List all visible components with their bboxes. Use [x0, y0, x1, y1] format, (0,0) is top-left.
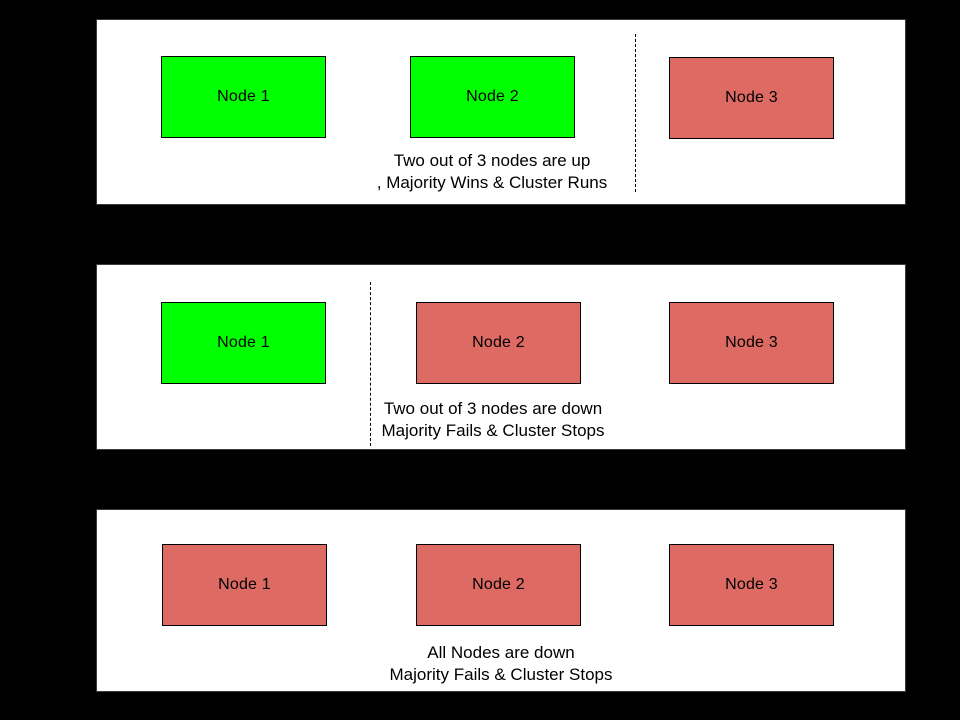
node-label: Node 1 — [218, 576, 271, 593]
node-box-2: Node 2 — [416, 302, 581, 384]
node-box-2: Node 2 — [416, 544, 581, 626]
node-box-2: Node 2 — [410, 56, 575, 138]
node-box-1: Node 1 — [162, 544, 327, 626]
node-label: Node 1 — [217, 334, 270, 351]
partition-dashed-line — [635, 34, 636, 192]
node-label: Node 3 — [725, 334, 778, 351]
node-label: Node 3 — [725, 576, 778, 593]
caption-line-2: Majority Fails & Cluster Stops — [381, 421, 605, 440]
node-label: Node 2 — [472, 576, 525, 593]
node-box-1: Node 1 — [161, 56, 326, 138]
scenario-caption: All Nodes are down Majority Fails & Clus… — [390, 642, 613, 686]
partition-dashed-line — [370, 282, 371, 446]
node-box-1: Node 1 — [161, 302, 326, 384]
node-label: Node 2 — [466, 88, 519, 105]
scenario-caption: Two out of 3 nodes are down Majority Fai… — [382, 398, 605, 442]
caption-line-2: , Majority Wins & Cluster Runs — [376, 173, 608, 192]
caption-line-1: All Nodes are down — [427, 643, 575, 662]
caption-line-1: Two out of 3 nodes are down — [383, 399, 603, 418]
scenario-panel-two-up: Node 1 Node 2 Node 3 Two out of 3 nodes … — [96, 19, 906, 205]
node-label: Node 1 — [217, 88, 270, 105]
caption-line-2: Majority Fails & Cluster Stops — [389, 665, 613, 684]
scenario-caption: Two out of 3 nodes are up , Majority Win… — [377, 150, 608, 194]
scenario-panel-all-down: Node 1 Node 2 Node 3 All Nodes are down … — [96, 509, 906, 692]
node-box-3: Node 3 — [669, 302, 834, 384]
scenario-panel-two-down: Node 1 Node 2 Node 3 Two out of 3 nodes … — [96, 264, 906, 450]
node-box-3: Node 3 — [669, 57, 834, 139]
node-box-3: Node 3 — [669, 544, 834, 626]
node-label: Node 2 — [472, 334, 525, 351]
node-label: Node 3 — [725, 89, 778, 106]
caption-line-1: Two out of 3 nodes are up — [393, 151, 591, 170]
